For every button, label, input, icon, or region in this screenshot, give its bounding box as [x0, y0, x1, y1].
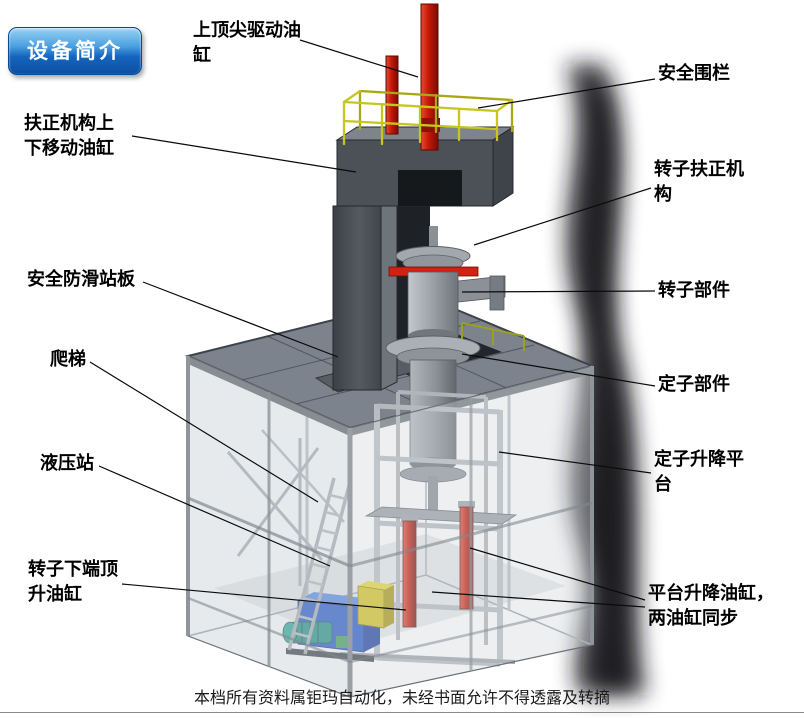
label-rotor-part: 转子部件 — [658, 280, 730, 301]
label-rotor-centering: 转子扶正机 构 — [654, 159, 744, 205]
leader-hydraulic-station — [98, 465, 331, 567]
footer-copyright: 本档所有资料属钜玛自动化，未经书面允许不得透露及转摘 — [193, 690, 610, 707]
leader-rotor-centering — [473, 187, 652, 246]
label-centering-cylinder: 扶正机构上 下移动油缸 — [24, 113, 114, 159]
label-platform-cylinders: 平台升降油缸， 两油缸同步 — [648, 583, 774, 629]
title-badge: 设备简介 — [8, 27, 142, 75]
support-truss — [226, 429, 345, 586]
leader-lines — [89, 39, 656, 611]
leader-bottom-jack — [121, 583, 407, 611]
label-stator-platform: 定子升降平 台 — [654, 449, 744, 495]
leader-ladder — [89, 361, 319, 503]
leader-platform-cylinder-2 — [431, 591, 646, 608]
leader-stator-part — [461, 353, 656, 387]
leader-stator-platform — [498, 451, 652, 474]
label-hydraulic-station: 液压站 — [40, 453, 94, 474]
rotor-assembly — [385, 226, 506, 367]
leader-safety-fence — [477, 78, 656, 109]
top-drive-cylinders — [385, 3, 440, 151]
leader-rotor-part — [461, 290, 656, 293]
leader-top-cylinder — [299, 39, 419, 78]
enclosure-front-walls — [186, 355, 594, 698]
label-safety-fence: 安全围栏 — [658, 63, 730, 84]
platform-side-rail — [461, 322, 525, 351]
leader-anti-slip-board — [142, 281, 339, 358]
bottom-divider — [0, 712, 804, 713]
leader-centering-cylinder — [131, 135, 357, 173]
label-stator-part: 定子部件 — [658, 374, 730, 395]
leader-platform-cylinder-1 — [469, 547, 646, 601]
background-shadow — [565, 64, 646, 695]
label-bottom-jack-cylinder: 转子下端顶 升油缸 — [28, 559, 118, 605]
label-ladder: 爬梯 — [50, 349, 86, 370]
safety-fence — [342, 89, 514, 146]
label-top-drive-cylinder: 上顶尖驱动油 缸 — [193, 20, 301, 66]
label-anti-slip-board: 安全防滑站板 — [27, 269, 135, 290]
